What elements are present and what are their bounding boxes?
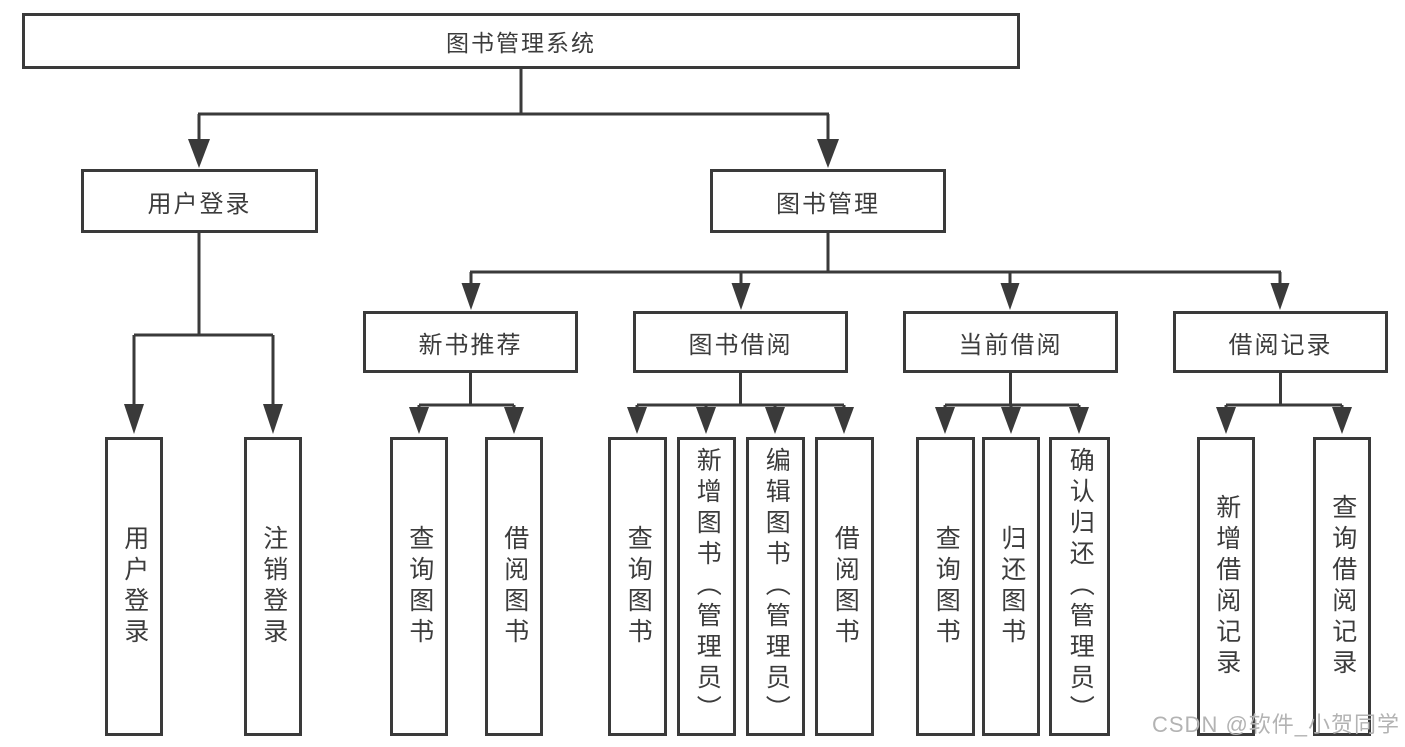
connector-path (1224, 373, 1344, 410)
leaf-records-query-record: 查询借阅记录 (1313, 437, 1371, 736)
leaf-current-return-books: 归还图书 (982, 437, 1040, 736)
arrowhead (1069, 407, 1089, 434)
node-borrowing-records: 借阅记录 (1173, 311, 1388, 373)
leaf-recommend-borrow-books: 借阅图书 (485, 437, 543, 736)
connector-path (635, 373, 846, 410)
arrowhead (627, 407, 647, 434)
leaf-user-login: 用户登录 (105, 437, 163, 736)
leaf-current-query-books: 查询图书 (916, 437, 975, 736)
leaf-borrowing-edit-books-admin: 编辑图书（管理员） (746, 437, 805, 736)
leaf-recommend-query-books: 查询图书 (390, 437, 448, 736)
connector-path (197, 69, 830, 141)
leaf-current-confirm-return-admin: 确认归还（管理员） (1049, 437, 1110, 736)
connector-book-management-to-level3 (461, 233, 1290, 310)
leaf-borrowing-query-books: 查询图书 (608, 437, 667, 736)
node-book-management: 图书管理 (710, 169, 946, 233)
arrowhead (263, 404, 283, 434)
arrowhead (1270, 283, 1290, 310)
node-library-management-system: 图书管理系统 (22, 13, 1020, 69)
arrowhead (1000, 283, 1020, 310)
node-book-borrowing: 图书借阅 (633, 311, 848, 373)
arrowhead (409, 407, 429, 434)
node-user-login: 用户登录 (81, 169, 318, 233)
arrowhead (935, 407, 955, 434)
connector-borrowing-records-to-leaves (1216, 373, 1352, 434)
connector-root-to-level2 (188, 69, 839, 168)
arrowhead (696, 407, 716, 434)
leaf-records-add-record: 新增借阅记录 (1197, 437, 1255, 736)
leaf-borrowing-borrow-books: 借阅图书 (815, 437, 874, 736)
arrowhead (731, 283, 751, 310)
connector-path (943, 373, 1081, 410)
connector-path (469, 233, 1282, 285)
arrowhead (817, 139, 839, 168)
connector-user-login-to-leaves (124, 233, 283, 434)
arrowhead (461, 283, 481, 310)
connector-book-borrowing-to-leaves (627, 373, 854, 434)
leaf-logout: 注销登录 (244, 437, 302, 736)
connector-path (417, 373, 516, 410)
watermark: CSDN @软件_小贺同学 (1152, 712, 1401, 737)
arrowhead (504, 407, 524, 434)
connector-current-borrowing-to-leaves (935, 373, 1089, 434)
arrowhead (124, 404, 144, 434)
arrowhead (1216, 407, 1236, 434)
arrowhead (1001, 407, 1021, 434)
leaf-borrowing-add-books-admin: 新增图书（管理员） (677, 437, 736, 736)
connector-path (132, 233, 275, 407)
arrowhead (1332, 407, 1352, 434)
node-new-book-recommend: 新书推荐 (363, 311, 578, 373)
arrowhead (765, 407, 785, 434)
arrowhead (188, 139, 210, 168)
arrowhead (834, 407, 854, 434)
node-current-borrowing: 当前借阅 (903, 311, 1118, 373)
connector-new-book-recommend-to-leaves (409, 373, 524, 434)
